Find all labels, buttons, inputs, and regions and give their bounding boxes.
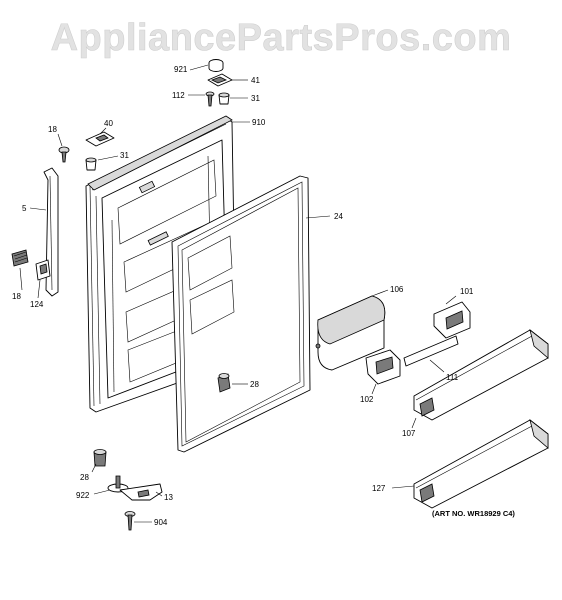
door-bin-107 bbox=[413, 328, 549, 421]
callout-921: 921 bbox=[174, 65, 188, 74]
callout-127: 127 bbox=[372, 484, 386, 493]
hinge-bracket-40 bbox=[85, 131, 115, 147]
callout-106: 106 bbox=[390, 285, 404, 294]
callout-111: 111 bbox=[446, 373, 459, 382]
callout-101: 101 bbox=[460, 287, 474, 296]
art-number: (ART NO. WR18929 C4) bbox=[432, 509, 515, 518]
bin-end-101 bbox=[433, 301, 471, 339]
callout-102: 102 bbox=[360, 395, 374, 404]
callout-5: 5 bbox=[22, 204, 27, 213]
callout-31-top: 31 bbox=[251, 94, 260, 103]
door-stop-28-bottom bbox=[93, 449, 107, 467]
callout-107: 107 bbox=[402, 429, 416, 438]
hinge-cap-921 bbox=[208, 59, 224, 72]
screw-18-top bbox=[58, 146, 70, 163]
callout-24: 24 bbox=[334, 212, 343, 221]
callout-910: 910 bbox=[252, 118, 266, 127]
callout-922: 922 bbox=[76, 491, 90, 500]
hinge-bushing-41 bbox=[207, 73, 233, 87]
callout-31-left: 31 bbox=[120, 151, 129, 160]
plug-31-left bbox=[85, 157, 97, 171]
shelf-rail-111 bbox=[403, 335, 459, 367]
handle-clip-124 bbox=[35, 259, 51, 281]
watermark-logo: AppliancePartsPros.com bbox=[51, 17, 512, 59]
leader-lines bbox=[19, 64, 457, 523]
dairy-door-106 bbox=[315, 295, 386, 371]
callout-labels: 921 41 112 31 910 18 40 31 5 24 18 124 1… bbox=[12, 65, 474, 527]
door-stop-28 bbox=[217, 373, 231, 393]
screw-18-bottom bbox=[11, 249, 29, 267]
plug-31-top bbox=[218, 92, 230, 105]
bottom-hinge-13 bbox=[119, 483, 163, 501]
door-bin-127 bbox=[413, 418, 549, 509]
callout-18-top: 18 bbox=[48, 125, 57, 134]
callout-40: 40 bbox=[104, 119, 113, 128]
screw-904 bbox=[124, 511, 136, 531]
callout-124: 124 bbox=[30, 300, 44, 309]
screw-112 bbox=[205, 91, 215, 107]
door-gasket bbox=[171, 175, 311, 453]
callout-28-bottom: 28 bbox=[80, 473, 89, 482]
callout-41: 41 bbox=[251, 76, 260, 85]
callout-28-door: 28 bbox=[250, 380, 259, 389]
callout-18-bottom: 18 bbox=[12, 292, 21, 301]
bin-end-102 bbox=[365, 349, 401, 385]
callout-112: 112 bbox=[172, 91, 185, 100]
callout-13: 13 bbox=[164, 493, 173, 502]
callout-904: 904 bbox=[154, 518, 168, 527]
